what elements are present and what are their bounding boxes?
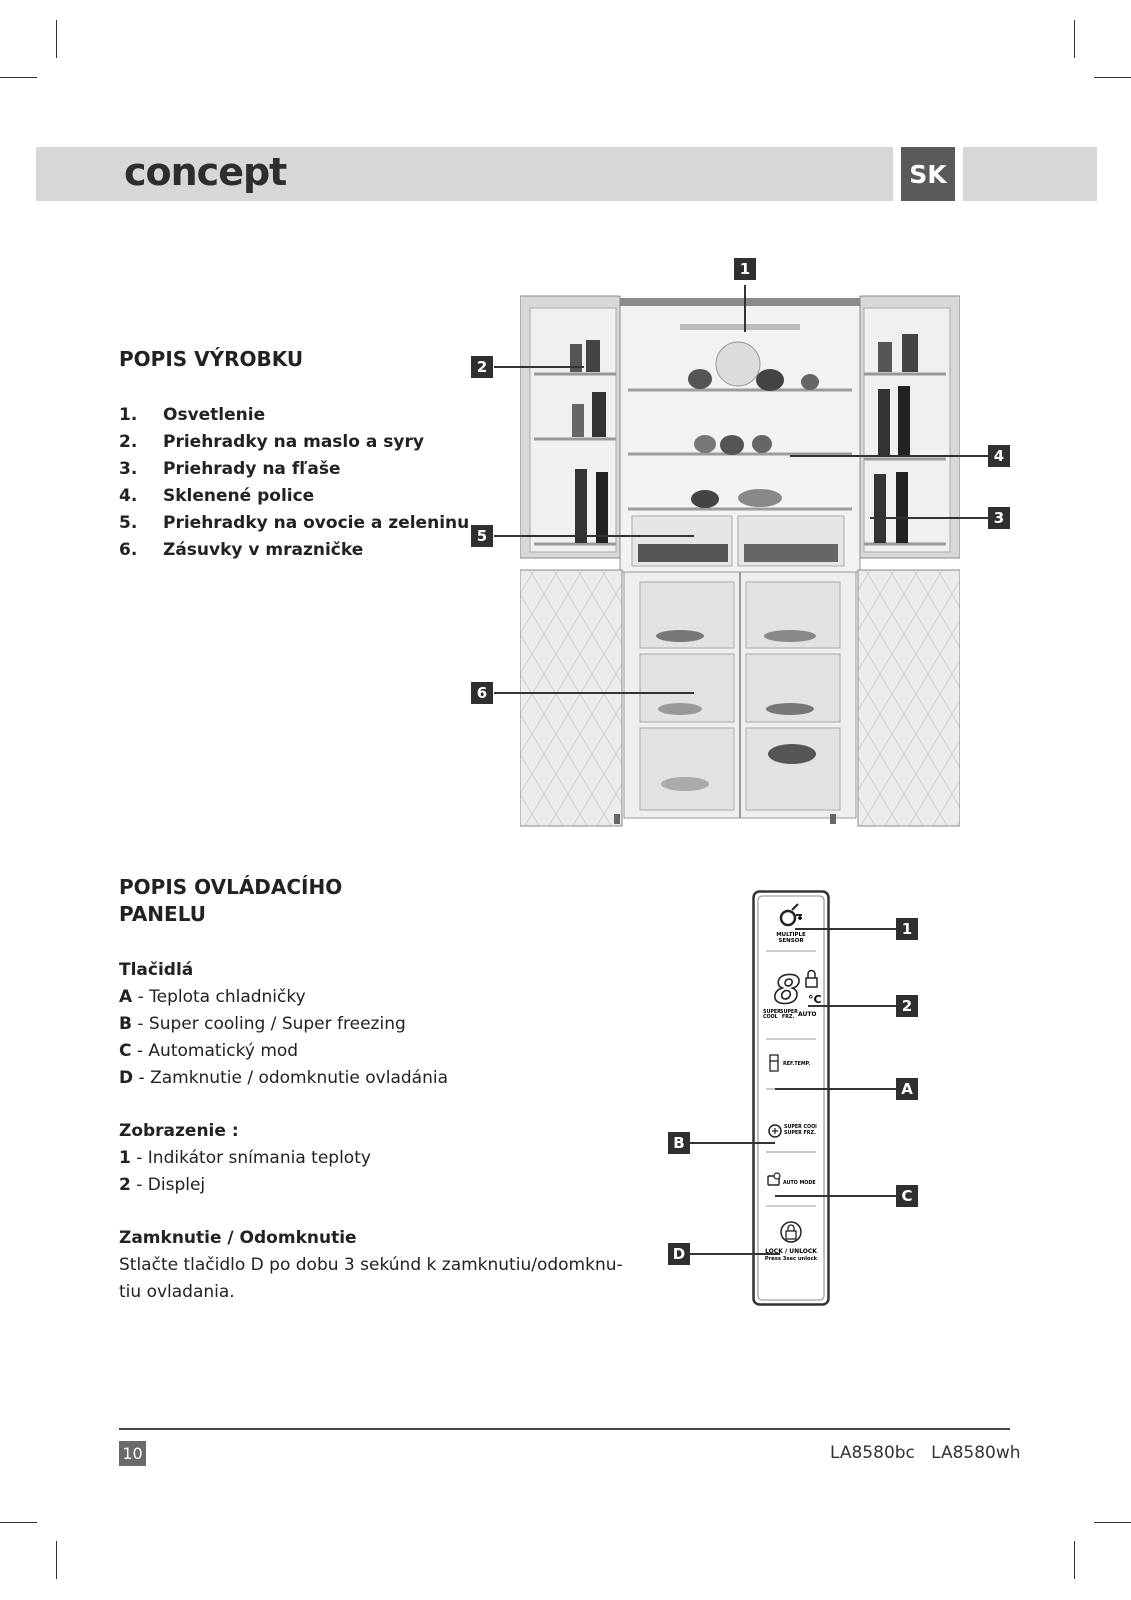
lock-heading: Zamknutie / Odomknutie bbox=[119, 1228, 357, 1248]
button-row: A - Teplota chladničky bbox=[119, 987, 306, 1007]
section-title-control-panel: POPIS OVLÁDACÍHO PANELU bbox=[119, 874, 342, 928]
multiple-sensor-icon bbox=[779, 903, 802, 927]
section-title-product: POPIS VÝROBKU bbox=[119, 347, 304, 371]
list-item: 2.Priehradky na maslo a syry bbox=[119, 432, 424, 452]
temp-unit: °C bbox=[808, 993, 822, 1006]
panel-callout-1: 1 bbox=[896, 918, 918, 940]
page-number: 10 bbox=[119, 1441, 146, 1466]
buttons-heading: Tlačidlá bbox=[119, 960, 194, 980]
panel-callout-2: 2 bbox=[896, 995, 918, 1017]
button-row: C - Automatický mod bbox=[119, 1041, 299, 1061]
buttons-description: Tlačidlá A - Teplota chladničky B - Supe… bbox=[119, 957, 448, 1092]
crop-mark bbox=[0, 77, 37, 78]
model-number: LA8580bc LA8580wh bbox=[830, 1443, 1021, 1463]
callout-2: 2 bbox=[471, 356, 493, 378]
ref-temp-icon bbox=[769, 1054, 779, 1072]
auto-label: AUTO bbox=[798, 1011, 817, 1018]
lock-indicator-icon bbox=[805, 969, 818, 988]
callout-4: 4 bbox=[988, 445, 1010, 467]
lock-text: tiu ovladania. bbox=[119, 1282, 235, 1302]
display-description: Zobrazenie : 1 - Indikátor snímania tepl… bbox=[119, 1118, 371, 1199]
language-badge: SK bbox=[901, 147, 955, 201]
callout-6: 6 bbox=[471, 682, 493, 704]
leader-line bbox=[690, 1253, 780, 1255]
leader-line bbox=[690, 1142, 775, 1144]
fridge-illustration bbox=[520, 295, 960, 827]
leader-line bbox=[494, 692, 694, 694]
panel-callout-C: C bbox=[896, 1185, 918, 1207]
auto-mode-icon bbox=[767, 1172, 781, 1186]
leader-line bbox=[744, 285, 746, 332]
leader-line bbox=[795, 928, 896, 930]
display-digit: 8 bbox=[774, 968, 800, 1012]
crop-mark bbox=[56, 20, 57, 58]
leader-line bbox=[808, 1005, 896, 1007]
header-divider bbox=[955, 147, 963, 201]
crop-mark bbox=[1074, 1541, 1075, 1579]
crop-mark bbox=[56, 1541, 57, 1579]
super-cool-icon bbox=[768, 1124, 782, 1138]
svg-text:FRZ.: FRZ. bbox=[782, 1014, 794, 1020]
svg-text:SENSOR: SENSOR bbox=[778, 938, 804, 944]
svg-text:COOL: COOL bbox=[763, 1014, 778, 1020]
list-item: 5.Priehradky na ovocie a zeleninu bbox=[119, 513, 470, 533]
list-item: 1.Osvetlenie bbox=[119, 405, 266, 425]
crop-mark bbox=[1074, 20, 1075, 58]
lock-unlock-label: LOCK / UNLOCK bbox=[765, 1248, 817, 1255]
control-panel-illustration: MULTIPLE SENSOR 8 °C SUPER COOL SUPER FR… bbox=[752, 890, 830, 1306]
lock-text: Stlačte tlačidlo D po dobu 3 sekúnd k za… bbox=[119, 1255, 623, 1275]
crop-mark bbox=[1094, 1522, 1131, 1523]
panel-callout-D: D bbox=[668, 1243, 690, 1265]
display-row: 2 - Displej bbox=[119, 1175, 206, 1195]
list-item: 6.Zásuvky v mrazničke bbox=[119, 540, 364, 560]
title-line: PANELU bbox=[119, 902, 206, 926]
leader-line bbox=[775, 1088, 896, 1090]
title-line: POPIS OVLÁDACÍHO bbox=[119, 875, 343, 899]
panel-callout-A: A bbox=[896, 1078, 918, 1100]
list-item: 4.Sklenené police bbox=[119, 486, 315, 506]
leader-line bbox=[494, 535, 694, 537]
crop-mark bbox=[0, 1522, 37, 1523]
panel-callout-B: B bbox=[668, 1132, 690, 1154]
display-row: 1 - Indikátor snímania teploty bbox=[119, 1148, 371, 1168]
press-hint-label: Press 3sec unlock bbox=[765, 1256, 818, 1262]
svg-text:SUPER COOl: SUPER COOl bbox=[784, 1124, 817, 1130]
callout-1: 1 bbox=[734, 258, 756, 280]
footer-rule bbox=[119, 1428, 1010, 1430]
header-divider bbox=[893, 147, 901, 201]
product-parts-list: 1.Osvetlenie 2.Priehradky na maslo a syr… bbox=[119, 402, 469, 564]
leader-line bbox=[775, 1195, 896, 1197]
leader-line bbox=[790, 455, 988, 457]
lock-description: Zamknutie / Odomknutie Stlačte tlačidlo … bbox=[119, 1225, 623, 1306]
lock-unlock-icon bbox=[780, 1221, 802, 1243]
callout-3: 3 bbox=[988, 507, 1010, 529]
auto-mode-label: AUTO MODE bbox=[783, 1180, 816, 1186]
svg-text:SUPER: SUPER bbox=[780, 1009, 798, 1015]
callout-5: 5 bbox=[471, 525, 493, 547]
svg-text:SUPER: SUPER bbox=[763, 1009, 781, 1015]
leader-line bbox=[494, 366, 584, 368]
display-heading: Zobrazenie : bbox=[119, 1121, 239, 1141]
brand-logo: concept bbox=[124, 150, 287, 194]
crop-mark bbox=[1094, 77, 1131, 78]
svg-text:SUPER FRZ.: SUPER FRZ. bbox=[784, 1130, 816, 1136]
button-row: B - Super cooling / Super freezing bbox=[119, 1014, 406, 1034]
multiple-sensor-label: MULTIPLE bbox=[776, 932, 806, 938]
leader-line bbox=[870, 517, 988, 519]
list-item: 3.Priehrady na fľaše bbox=[119, 459, 341, 479]
ref-temp-label: REF.TEMP. bbox=[783, 1061, 810, 1067]
button-row: D - Zamknutie / odomknutie ovladánia bbox=[119, 1068, 448, 1088]
